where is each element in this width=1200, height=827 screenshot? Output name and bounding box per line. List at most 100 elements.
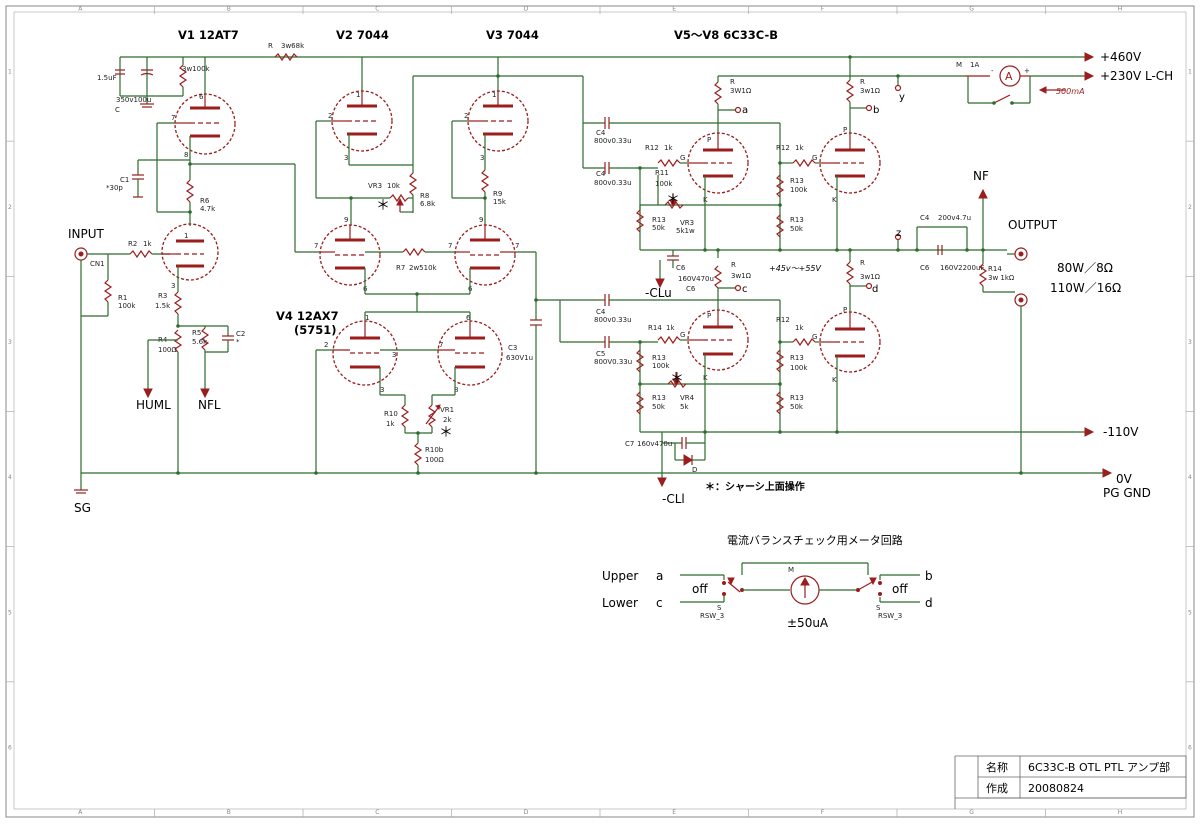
svg-text:C6: C6 bbox=[920, 264, 930, 272]
svg-text:P: P bbox=[843, 306, 847, 314]
rail-0v-label: 0V bbox=[1116, 472, 1133, 486]
svg-text:C: C bbox=[115, 106, 120, 114]
output-upper-wiring: R 3W1Ω a R 3w1Ω b y R12 1k R11 100k R13 … bbox=[635, 55, 1007, 300]
svg-text:＊: ＊ bbox=[439, 425, 453, 441]
svg-text:S: S bbox=[717, 604, 722, 612]
svg-text:CN1: CN1 bbox=[90, 260, 105, 268]
tube-v5: PGK bbox=[680, 132, 749, 204]
svg-text:G: G bbox=[680, 331, 685, 339]
border-col-label: D bbox=[524, 6, 529, 13]
rail-460v-label: +460V bbox=[1100, 50, 1142, 64]
fuse-label: 1A bbox=[970, 61, 979, 69]
svg-text:800v0.33u: 800v0.33u bbox=[594, 316, 632, 324]
v1-upper-wiring: R6 4.7k C1 *30p 1.5uF 3w100k 350v100u C … bbox=[97, 42, 320, 253]
svg-text:1.5k: 1.5k bbox=[155, 302, 171, 310]
svg-text:C5: C5 bbox=[596, 350, 605, 358]
rsw-right-label: RSW_3 bbox=[878, 612, 902, 620]
output-jack-hot-icon bbox=[1014, 247, 1028, 261]
svg-text:100Ω: 100Ω bbox=[425, 456, 444, 464]
svg-text:R13: R13 bbox=[790, 177, 804, 185]
border-row-label: 2 bbox=[1188, 204, 1192, 211]
svg-text:1k: 1k bbox=[795, 324, 804, 332]
border-row-label: 1 bbox=[8, 69, 12, 76]
svg-text:2: 2 bbox=[324, 341, 328, 349]
svg-text:2w510k: 2w510k bbox=[409, 264, 438, 272]
svg-text:7: 7 bbox=[448, 242, 452, 250]
border-row-label: 6 bbox=[8, 744, 12, 751]
switch-right-off: off bbox=[892, 582, 908, 596]
node-c: c bbox=[742, 284, 748, 295]
v2v3-lower-wiring: R7 2w510k C3 630V1u bbox=[364, 247, 600, 473]
border-row-label: 4 bbox=[1188, 474, 1192, 481]
title-date-label: 作成 bbox=[986, 782, 1008, 795]
svg-text:200v4.7u: 200v4.7u bbox=[938, 214, 971, 222]
svg-text:3w1Ω: 3w1Ω bbox=[860, 273, 881, 281]
border-col-label: B bbox=[227, 809, 231, 816]
border-row-label: 2 bbox=[8, 204, 12, 211]
border-col-label: H bbox=[1118, 809, 1123, 816]
svg-text:R5: R5 bbox=[192, 329, 201, 337]
svg-text:P: P bbox=[707, 312, 711, 320]
svg-text:R: R bbox=[268, 42, 273, 50]
svg-text:R13: R13 bbox=[790, 394, 804, 402]
meter-circuit-title: 電流バランスチェック用メータ回路 bbox=[727, 533, 903, 547]
cll-label: -CLl bbox=[662, 492, 685, 506]
svg-text:C6: C6 bbox=[686, 285, 696, 293]
chassis-note: ＊：シャーシ上面操作 bbox=[705, 480, 805, 493]
svg-text:5k: 5k bbox=[680, 403, 689, 411]
v1-title: V1 12AT7 bbox=[178, 28, 239, 42]
border-row-label: 3 bbox=[1188, 339, 1192, 346]
svg-text:3: 3 bbox=[171, 282, 175, 290]
svg-text:R12: R12 bbox=[776, 144, 790, 152]
border-col-label: G bbox=[969, 809, 974, 816]
ma-label: 500mA bbox=[1056, 87, 1085, 96]
svg-text:100k: 100k bbox=[118, 302, 136, 310]
svg-text:6.8k: 6.8k bbox=[420, 200, 436, 208]
svg-text:1k: 1k bbox=[664, 144, 673, 152]
svg-text:1k: 1k bbox=[386, 420, 395, 428]
svg-text:160V2200uF: 160V2200uF bbox=[940, 264, 984, 272]
svg-text:3w1Ω: 3w1Ω bbox=[731, 272, 752, 280]
output-network: NF z C4 200v4.7u C6 160V2200uF R14 3w 1k… bbox=[894, 169, 1121, 473]
svg-text:15k: 15k bbox=[493, 198, 507, 206]
svg-text:M: M bbox=[788, 566, 794, 574]
border-row-label: 5 bbox=[1188, 609, 1192, 616]
svg-text:800v0.33u: 800v0.33u bbox=[594, 179, 632, 187]
node-b: b bbox=[873, 105, 879, 116]
rail-0v: 0V PG GND bbox=[81, 468, 1151, 500]
meter-c-label: c bbox=[656, 596, 663, 610]
v4-wiring: R10 1k VR1 2k ＊ R10b 100Ω bbox=[315, 311, 471, 473]
svg-text:-: - bbox=[991, 67, 994, 75]
meter-upper-label: Upper bbox=[602, 569, 638, 583]
svg-text:630V1u: 630V1u bbox=[506, 354, 533, 362]
border-row-label: 3 bbox=[8, 339, 12, 346]
svg-text:R: R bbox=[731, 261, 736, 269]
rail-230v-label: +230V L-CH bbox=[1100, 69, 1173, 83]
svg-text:1: 1 bbox=[184, 232, 188, 240]
v4-title: V4 12AX7 bbox=[276, 309, 339, 323]
v2-title: V2 7044 bbox=[336, 28, 389, 42]
title-block: 名称 6C33C-B OTL PTL アンプ部 作成 20080824 bbox=[954, 755, 1187, 809]
svg-text:C6: C6 bbox=[676, 264, 686, 272]
svg-text:6: 6 bbox=[199, 93, 204, 101]
svg-text:6: 6 bbox=[466, 314, 471, 322]
svg-text:8: 8 bbox=[184, 151, 188, 159]
svg-text:R7: R7 bbox=[396, 264, 405, 272]
svg-text:5k1w: 5k1w bbox=[676, 227, 695, 235]
border-col-label: C bbox=[375, 809, 379, 816]
svg-text:C2: C2 bbox=[236, 330, 245, 338]
power-16ohm: 110W／16Ω bbox=[1050, 281, 1121, 295]
svg-text:350v100u: 350v100u bbox=[116, 96, 151, 104]
tube-v7: PGK bbox=[680, 309, 749, 382]
meter-d-label: d bbox=[925, 596, 933, 610]
border-col-label: G bbox=[969, 6, 974, 13]
svg-text:＊: ＊ bbox=[666, 192, 680, 208]
svg-text:4.7k: 4.7k bbox=[200, 205, 216, 213]
svg-text:50k: 50k bbox=[652, 224, 666, 232]
svg-text:K: K bbox=[832, 376, 837, 384]
title-date-value: 20080824 bbox=[1028, 782, 1084, 795]
svg-text:7: 7 bbox=[515, 242, 519, 250]
svg-text:1.5uF: 1.5uF bbox=[97, 74, 117, 82]
